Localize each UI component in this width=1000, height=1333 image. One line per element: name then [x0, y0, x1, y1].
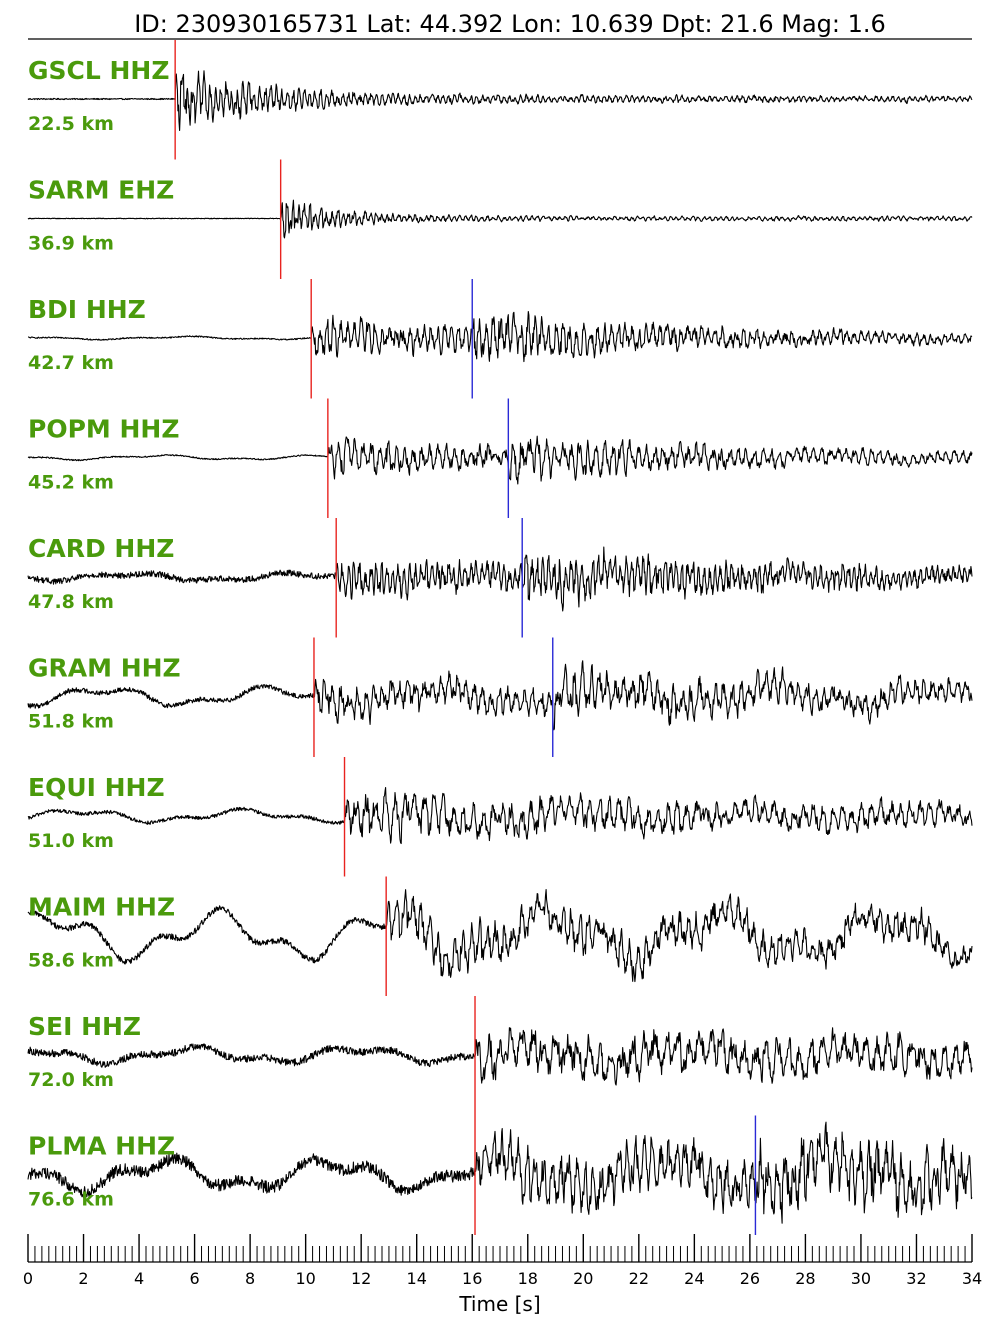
x-tick-label: 28 — [795, 1269, 815, 1288]
trace-panel: GSCL HHZ 22.5 km — [27, 40, 973, 160]
waveform-trace — [27, 787, 973, 845]
waveform-trace — [28, 310, 973, 363]
waveform-trace — [27, 660, 973, 731]
trace-panel: POPM HHZ 45.2 km — [27, 398, 973, 518]
distance-label: 76.6 km — [28, 1189, 114, 1211]
station-label: MAIM HHZ — [28, 893, 175, 922]
x-tick-label: 8 — [245, 1269, 255, 1288]
x-tick-label: 26 — [740, 1269, 760, 1288]
chart-title: ID: 230930165731 Lat: 44.392 Lon: 10.639… — [134, 10, 886, 38]
distance-label: 72.0 km — [28, 1069, 114, 1091]
station-label: SEI HHZ — [28, 1012, 141, 1041]
x-tick-label: 14 — [407, 1269, 427, 1288]
station-label: GSCL HHZ — [28, 56, 169, 85]
trace-panel: GRAM HHZ 51.8 km — [27, 637, 973, 757]
x-tick-label: 10 — [295, 1269, 315, 1288]
x-tick-label: 12 — [351, 1269, 371, 1288]
station-label: BDI HHZ — [28, 295, 146, 324]
trace-panel: EQUI HHZ 51.0 km — [27, 757, 973, 877]
waveform-trace — [27, 1027, 973, 1086]
station-label: POPM HHZ — [28, 415, 179, 444]
x-tick-label: 30 — [851, 1269, 871, 1288]
x-tick-label: 32 — [906, 1269, 926, 1288]
distance-label: 42.7 km — [28, 352, 114, 374]
waveform-trace — [27, 889, 973, 983]
station-label: CARD HHZ — [28, 534, 174, 563]
x-tick-label: 22 — [629, 1269, 649, 1288]
trace-panel: SEI HHZ 72.0 km — [27, 996, 973, 1116]
x-axis-label: Time [s] — [458, 1292, 540, 1316]
station-label: EQUI HHZ — [28, 773, 165, 802]
x-tick-label: 34 — [962, 1269, 982, 1288]
waveform-trace — [27, 1121, 973, 1224]
x-tick-label: 2 — [78, 1269, 88, 1288]
trace-panel: CARD HHZ 47.8 km — [27, 518, 973, 638]
waveform-trace — [27, 435, 973, 485]
x-tick-label: 24 — [684, 1269, 704, 1288]
waveform-trace — [27, 199, 973, 239]
distance-label: 45.2 km — [28, 472, 114, 494]
station-label: GRAM HHZ — [28, 654, 181, 683]
waveform-trace — [27, 546, 973, 612]
distance-label: 47.8 km — [28, 591, 114, 613]
trace-panel: BDI HHZ 42.7 km — [28, 279, 973, 399]
x-tick-label: 20 — [573, 1269, 593, 1288]
x-tick-label: 4 — [134, 1269, 144, 1288]
traces-group: GSCL HHZ 22.5 km SARM EHZ 36.9 km BDI HHZ 42.… — [27, 40, 973, 1235]
x-tick-label: 6 — [189, 1269, 199, 1288]
trace-panel: PLMA HHZ 76.6 km — [27, 1115, 973, 1235]
trace-panel: SARM EHZ 36.9 km — [27, 159, 973, 279]
station-label: PLMA HHZ — [28, 1132, 175, 1161]
distance-label: 58.6 km — [28, 950, 114, 972]
station-label: SARM EHZ — [28, 176, 174, 205]
x-tick-label: 16 — [462, 1269, 482, 1288]
x-tick-label: 0 — [23, 1269, 33, 1288]
x-tick-label: 18 — [518, 1269, 538, 1288]
waveform-trace — [27, 70, 973, 132]
distance-label: 51.8 km — [28, 711, 114, 733]
distance-label: 22.5 km — [28, 113, 114, 135]
distance-label: 36.9 km — [28, 233, 114, 255]
distance-label: 51.0 km — [28, 830, 114, 852]
trace-panel: MAIM HHZ 58.6 km — [27, 876, 973, 996]
